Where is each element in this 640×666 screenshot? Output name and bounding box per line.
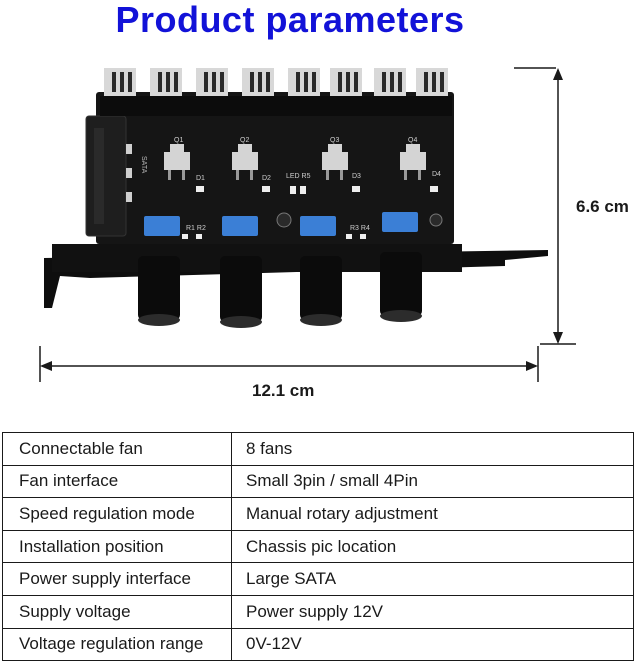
diode-label: D4 xyxy=(432,171,441,178)
speed-switches xyxy=(144,212,418,236)
param-value: 0V-12V xyxy=(231,627,634,662)
param-value: Small 3pin / small 4Pin xyxy=(231,464,634,499)
sata-connector xyxy=(85,115,127,237)
param-key: Supply voltage xyxy=(2,594,232,629)
param-key: Voltage regulation range xyxy=(2,627,232,662)
param-key: Speed regulation mode xyxy=(2,497,232,531)
table-row: Connectable fan 8 fans xyxy=(2,432,634,466)
rotary-knobs xyxy=(138,252,422,328)
screw xyxy=(276,212,292,228)
fan-headers xyxy=(100,68,452,116)
product-figure: SATA xyxy=(0,48,640,420)
resistor-label: R1 R2 xyxy=(186,225,206,232)
table-row: Installation position Chassis pic locati… xyxy=(2,529,634,564)
small-components xyxy=(182,186,438,239)
width-dimension xyxy=(39,346,539,382)
parameters-table: Connectable fan 8 fans Fan interface Sma… xyxy=(2,432,634,662)
table-row: Speed regulation mode Manual rotary adju… xyxy=(2,497,634,531)
fet-label: Q1 xyxy=(174,137,183,144)
sata-label: SATA xyxy=(140,156,147,174)
param-key: Connectable fan xyxy=(2,432,232,466)
mosfets xyxy=(164,144,426,180)
param-value: Large SATA xyxy=(231,562,634,596)
param-key: Installation position xyxy=(2,529,232,564)
height-dimension xyxy=(514,67,576,345)
param-value: Chassis pic location xyxy=(231,529,634,564)
pcb-board xyxy=(96,92,454,244)
diode-label: D2 xyxy=(262,175,271,182)
width-label: 12.1 cm xyxy=(252,381,315,400)
diode-label: D3 xyxy=(352,173,361,180)
led-label: LED R5 xyxy=(286,173,311,180)
fet-label: Q2 xyxy=(240,137,249,144)
screw xyxy=(429,213,443,227)
param-value: Power supply 12V xyxy=(231,594,634,629)
table-row: Voltage regulation range 0V-12V xyxy=(2,627,634,662)
table-row: Fan interface Small 3pin / small 4Pin xyxy=(2,464,634,499)
param-value: 8 fans xyxy=(231,432,634,466)
param-key: Fan interface xyxy=(2,464,232,499)
table-row: Supply voltage Power supply 12V xyxy=(2,594,634,629)
param-value: Manual rotary adjustment xyxy=(231,497,634,531)
param-key: Power supply interface xyxy=(2,562,232,596)
height-label: 6.6 cm xyxy=(576,197,629,216)
resistor-label: R3 R4 xyxy=(350,225,370,232)
fet-label: Q4 xyxy=(408,137,417,144)
page-title: Product parameters xyxy=(115,0,465,40)
diode-label: D1 xyxy=(196,175,205,182)
fet-label: Q3 xyxy=(330,137,339,144)
board-silkscreen: Q1 Q2 Q3 Q4 D1 D2 D3 D4 LED R5 R1 R2 R3 … xyxy=(174,137,441,232)
fan-controller-image: SATA xyxy=(39,67,576,382)
table-row: Power supply interface Large SATA xyxy=(2,562,634,596)
